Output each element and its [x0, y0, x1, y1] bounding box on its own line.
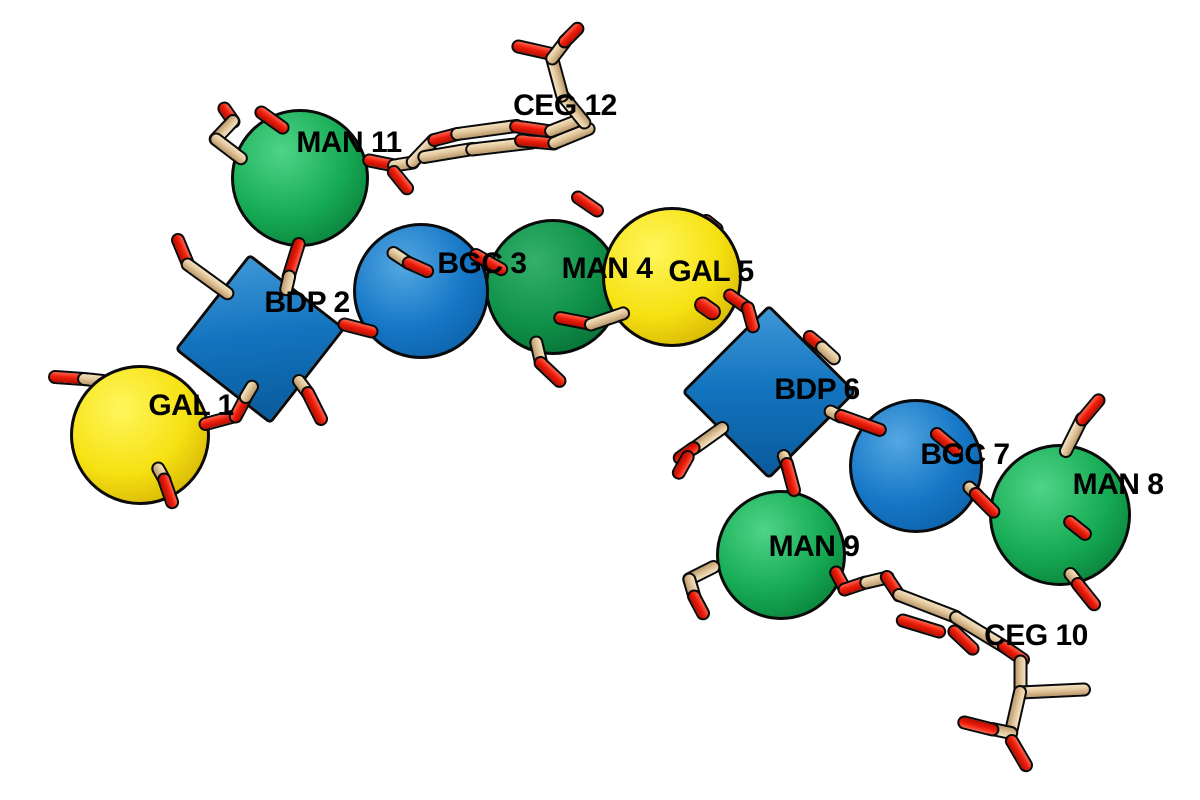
residue-man-9-sphere[interactable] [716, 490, 846, 620]
oxygen-stick-segment [684, 586, 713, 623]
residue-gal-5-sphere[interactable] [602, 207, 742, 347]
oxygen-stick-segment [555, 18, 588, 51]
oxygen-stick-segment [568, 187, 607, 220]
oxygen-stick-segment [1002, 731, 1036, 775]
residue-man-11-sphere[interactable] [231, 109, 369, 247]
residue-bgc-3-sphere[interactable] [353, 223, 489, 359]
residue-man-8-sphere[interactable] [989, 444, 1131, 586]
oxygen-stick-segment [531, 353, 570, 391]
residue-man-4-sphere[interactable] [485, 219, 621, 355]
oxygen-stick-segment [1072, 390, 1108, 429]
residue-gal-1-sphere[interactable] [70, 365, 210, 505]
oxygen-stick-segment [298, 383, 331, 429]
oxygen-stick-segment [955, 713, 1001, 738]
